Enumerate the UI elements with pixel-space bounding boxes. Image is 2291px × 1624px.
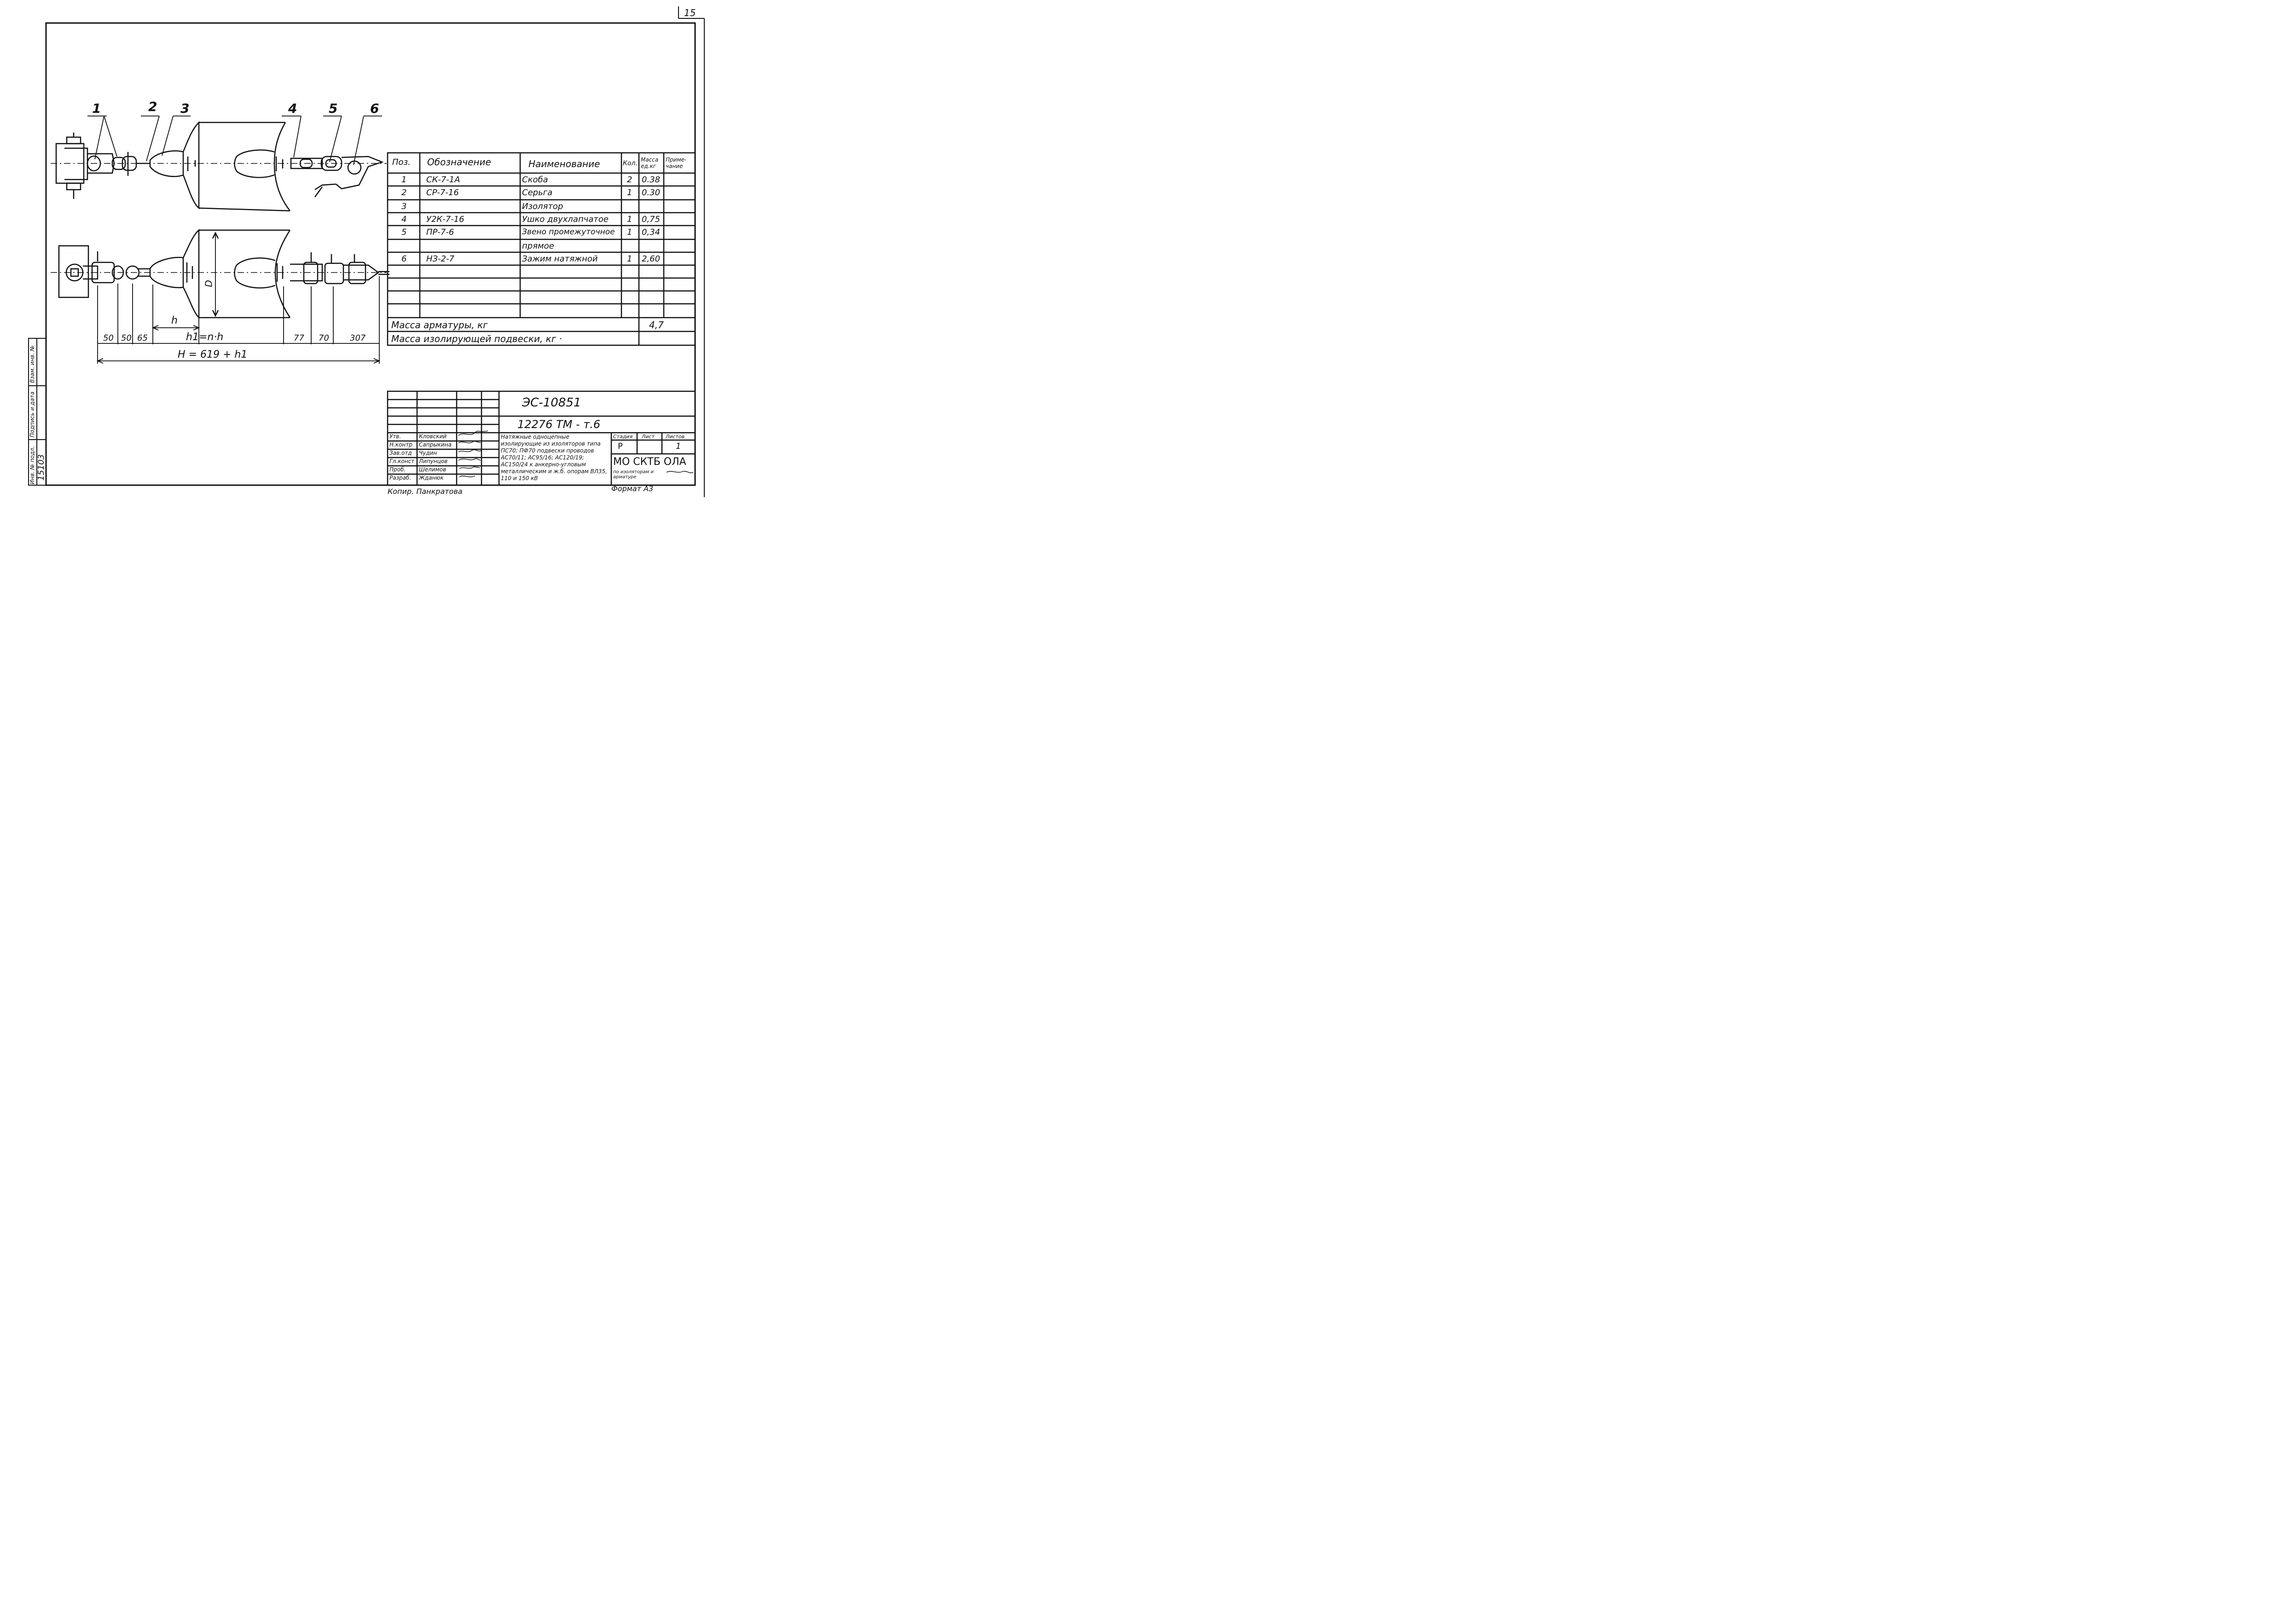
callout-2: 2 <box>148 99 157 114</box>
document-number: 12276 ТМ - т.6 <box>517 418 601 431</box>
side-stamp-signature-label: Подпись и дата <box>29 391 35 437</box>
sheet-label: Лист <box>642 434 655 440</box>
assembly-front-view <box>51 229 389 319</box>
table-row: 4 У2К-7-16 Ушко двухлапчатое 1 0,75 <box>401 215 661 224</box>
callout-6: 6 <box>370 101 379 116</box>
dim-50a: 50 <box>103 333 114 343</box>
document-code: ЭС-10851 <box>522 396 581 410</box>
mass-armature-value: 4,7 <box>649 319 664 331</box>
callout-leaders <box>87 116 382 165</box>
sheets-value: 1 <box>676 441 681 451</box>
callout-1: 1 <box>92 101 101 116</box>
dim-diameter: D <box>203 280 215 287</box>
callout-5: 5 <box>329 101 338 116</box>
side-stamp-replace-label: Взам. инв. № <box>29 345 35 383</box>
title-description: Натяжные одноцепные изолирующие из изоля… <box>501 434 607 481</box>
organization-subtitle: по изоляторам и арматуре <box>613 470 654 480</box>
dim-70: 70 <box>319 333 329 343</box>
table-row: прямое <box>522 241 554 251</box>
drawing-sheet <box>28 6 705 497</box>
title-block-grid <box>387 390 696 486</box>
dim-77: 77 <box>294 333 304 343</box>
assembly-top-view <box>51 121 387 212</box>
dim-307: 307 <box>350 333 366 343</box>
dimension-lines <box>96 276 381 364</box>
dim-total: H = 619 + h1 <box>178 349 248 360</box>
sheet-number: 15 <box>684 7 696 18</box>
spec-header-note: Приме-чание <box>666 157 687 170</box>
signatures <box>458 430 694 477</box>
table-row: 2 СР-7-16 Серьга 1 0.30 <box>401 188 661 197</box>
stage-label: Стадия <box>613 434 633 440</box>
callout-3: 3 <box>180 101 190 116</box>
dim-h1: h1=n·h <box>186 331 224 343</box>
callout-4: 4 <box>288 101 297 116</box>
stage-value: Р <box>618 441 623 451</box>
dim-65: 65 <box>137 333 148 343</box>
sheet-format: Формат А3 <box>611 484 654 493</box>
organization-name: МО СКТБ ОЛА <box>613 456 686 468</box>
spec-header-designation: Обозначение <box>427 157 491 168</box>
side-stamp-inv-label: Инв. № подл. <box>29 446 35 484</box>
spec-header-pos: Поз. <box>392 157 411 167</box>
table-row: 5 ПР-7-6 Звено промежуточное 1 0,34 <box>401 227 661 237</box>
dim-h: h <box>171 315 178 326</box>
sheets-label: Листов <box>666 434 685 440</box>
table-row: 3 Изолятор <box>401 202 563 211</box>
spec-table-grid <box>387 152 696 346</box>
table-row: 6 НЗ-2-7 Зажим натяжной 1 2,60 <box>401 254 661 264</box>
spec-header-qty: Кол. <box>623 160 638 167</box>
side-stamp-frame <box>28 338 46 486</box>
spec-header-name: Наименование <box>528 158 600 169</box>
side-stamp-inv-number: 15103 <box>36 454 46 481</box>
table-row: 1 СК-7-1А Скоба 2 0.38 <box>401 175 661 185</box>
mass-armature-label: Масса арматуры, кг <box>391 319 488 331</box>
copier: Копир. Панкратова <box>388 487 463 496</box>
dim-50b: 50 <box>121 333 132 343</box>
mass-suspension-label: Масса изолирующей подвески, кг · <box>391 333 562 344</box>
spec-header-mass: Масса ед.кг <box>641 157 659 170</box>
